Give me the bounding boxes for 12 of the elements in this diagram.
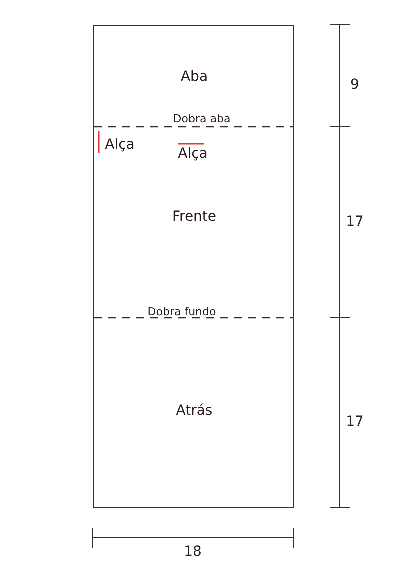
- dimension-label: 18: [184, 544, 202, 560]
- strap-label: Alça: [178, 146, 208, 162]
- strap-label: Alça: [105, 137, 135, 153]
- panel-label: Frente: [172, 209, 217, 225]
- dimension-label: 17: [346, 214, 364, 230]
- fold-label: Dobra aba: [173, 112, 231, 126]
- fold-label: Dobra fundo: [148, 306, 216, 318]
- pattern-piece-outline: [93, 25, 294, 508]
- panel-label: Aba: [180, 69, 208, 85]
- panel-label: Atrás: [176, 403, 213, 419]
- dimension-label: 9: [350, 77, 360, 93]
- dimension-label: 17: [346, 414, 364, 430]
